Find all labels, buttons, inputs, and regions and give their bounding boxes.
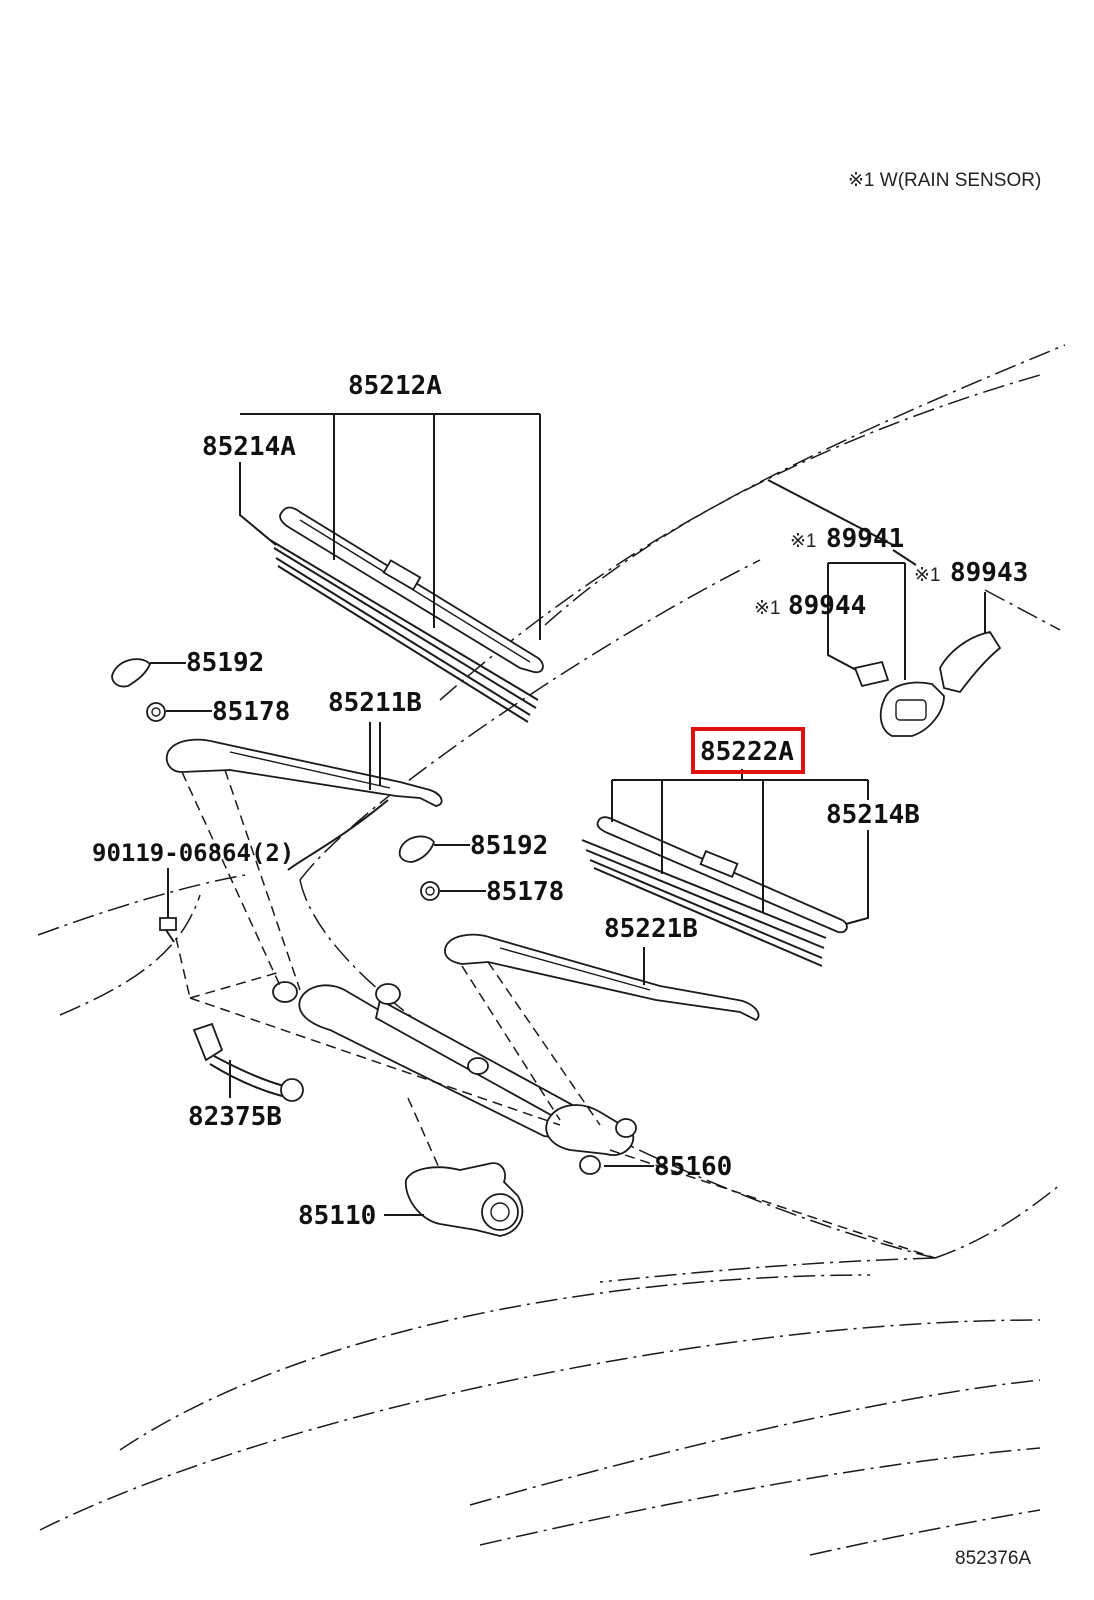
upper-cap-85192: [111, 658, 186, 688]
label-89944-mark: ※1: [754, 598, 781, 619]
wire-connector-82375B: [192, 1022, 304, 1102]
assembly-guides: [175, 769, 936, 1259]
rain-sensor-group: [767, 479, 1002, 737]
bolt-90119: [159, 868, 177, 943]
label-85214A: 85214A: [202, 432, 296, 462]
highlight-box-85222A: [691, 727, 805, 774]
wiper-linkage: [272, 981, 654, 1175]
lower-nut-85178: [420, 881, 486, 901]
label-85211B: 85211B: [328, 688, 422, 718]
label-85192-upper: 85192: [186, 648, 264, 678]
lower-wiper-arm: [444, 933, 760, 1022]
label-85221B: 85221B: [604, 914, 698, 944]
label-85214B: 85214B: [826, 800, 920, 830]
vehicle-outline: [37, 344, 1066, 1556]
label-85222A: 85222A: [700, 737, 794, 767]
note-rain-sensor: ※1 W(RAIN SENSOR): [848, 170, 1041, 191]
upper-nut-85178: [146, 702, 212, 722]
label-85178-upper: 85178: [212, 697, 290, 727]
label-82375B: 82375B: [188, 1102, 282, 1132]
upper-wiper-arm: [165, 722, 443, 871]
label-85160: 85160: [654, 1152, 732, 1182]
label-89941: 89941: [826, 524, 904, 554]
label-89943: 89943: [950, 558, 1028, 588]
label-89941-mark: ※1: [790, 531, 817, 552]
lower-blade-leaders: [611, 769, 869, 925]
label-89943-mark: ※1: [914, 565, 941, 586]
lower-cap-85192: [398, 835, 470, 863]
upper-blade-leaders: [239, 413, 541, 640]
label-90119: 90119-06864(2): [92, 839, 294, 867]
upper-wiper-blade: [269, 506, 544, 723]
lower-wiper-blade: [581, 816, 848, 967]
label-85192-lower: 85192: [470, 831, 548, 861]
figure-code: 852376A: [955, 1548, 1031, 1569]
label-89944: 89944: [788, 591, 866, 621]
label-85178-lower: 85178: [486, 877, 564, 907]
part-labels: ※1 W(RAIN SENSOR) 85212A 85214A 85192 85…: [92, 170, 1041, 1569]
wiper-motor: [384, 1162, 524, 1237]
label-85110: 85110: [298, 1201, 376, 1231]
label-85212A: 85212A: [348, 371, 442, 401]
